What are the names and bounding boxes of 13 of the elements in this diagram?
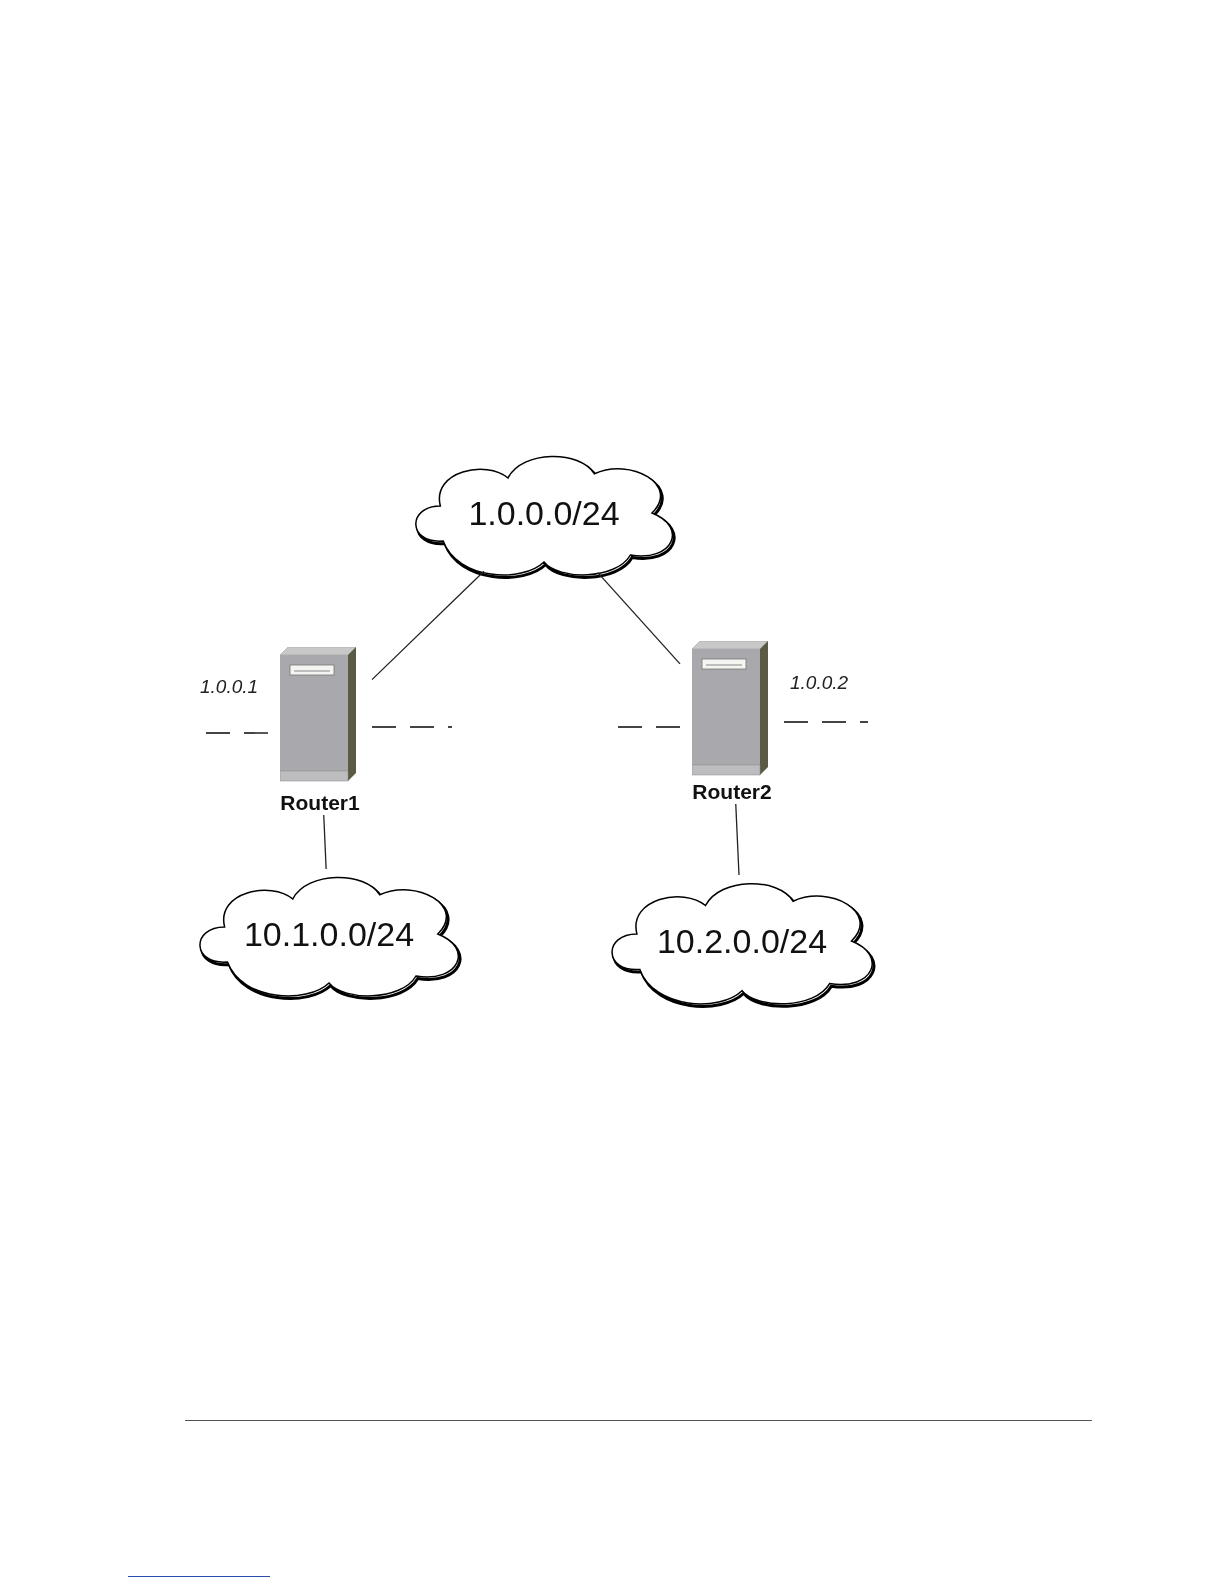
connection-line xyxy=(597,571,681,665)
dashed-line xyxy=(371,726,453,728)
connection-line xyxy=(735,803,740,876)
network-label: 1.0.0.0/24 xyxy=(468,493,620,533)
ip-address-label: 1.0.0.2 xyxy=(790,672,849,694)
network-label: 10.1.0.0/24 xyxy=(243,914,415,954)
ip-address-label: 1.0.0.1 xyxy=(200,676,259,698)
network-label: 10.2.0.0/24 xyxy=(656,921,828,961)
connection-line xyxy=(371,570,485,681)
router-label: Router2 xyxy=(692,780,772,804)
router-label: Router1 xyxy=(280,791,360,815)
dashed-line xyxy=(783,721,869,723)
connection-line xyxy=(323,814,327,870)
